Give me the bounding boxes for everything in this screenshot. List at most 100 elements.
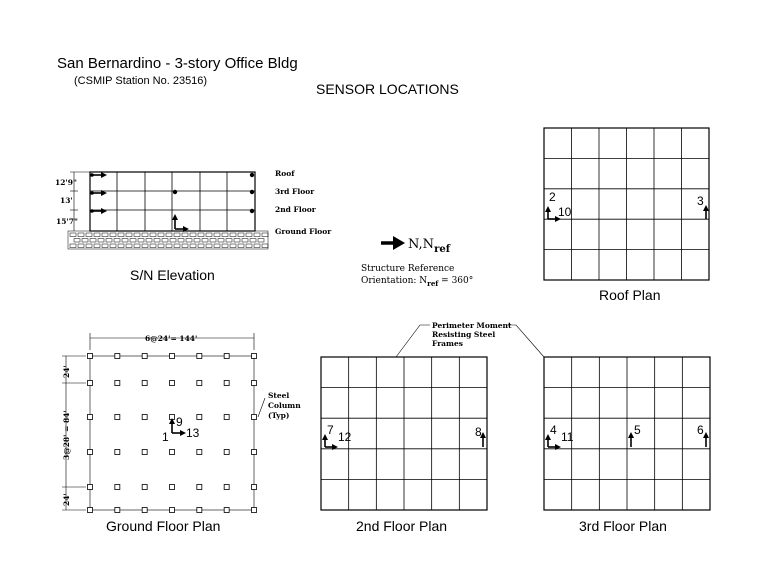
steel-column bbox=[87, 507, 93, 513]
reference-line-1: Structure Reference bbox=[361, 264, 454, 274]
steel-column bbox=[87, 353, 93, 359]
ground-dim-left-top: 24' bbox=[62, 365, 71, 378]
height-3rd: 13' bbox=[60, 196, 73, 205]
svg-text:Orientation: Nref = 360°: Orientation: Nref = 360° bbox=[361, 276, 473, 288]
roof-sensors: 2 10 3 bbox=[549, 190, 704, 219]
floor-label-roof: Roof bbox=[275, 169, 295, 178]
north-label: N,N bbox=[408, 237, 434, 252]
steel-column bbox=[141, 449, 148, 455]
ground-hatch bbox=[67, 230, 269, 250]
ground-floor-plan: 6@24'= 144' 24' 3@28' = 84' 24' Steel Co… bbox=[62, 333, 301, 513]
steel-column bbox=[87, 449, 93, 455]
reference-line-2-sub: ref bbox=[427, 279, 439, 288]
steel-column bbox=[251, 507, 257, 513]
sensor-arrow bbox=[545, 206, 561, 222]
steel-column bbox=[251, 484, 257, 490]
frames-note-1: Perimeter Moment bbox=[432, 321, 512, 330]
ground-plan-caption: Ground Floor Plan bbox=[106, 518, 220, 534]
reference-line-2: Orientation: N bbox=[361, 276, 427, 286]
sensor-label-13: 13 bbox=[186, 426, 200, 440]
steel-column bbox=[169, 507, 175, 513]
elevation-view: 12'9" 13' 15'7" Roof 3rd Floor 2nd Floor… bbox=[55, 169, 332, 250]
sensor-arrow bbox=[545, 434, 561, 450]
steel-column bbox=[196, 484, 203, 490]
third-floor-plan bbox=[543, 356, 711, 511]
steel-column bbox=[251, 449, 257, 455]
steel-column bbox=[141, 484, 148, 490]
sensor-label-3: 3 bbox=[697, 194, 704, 208]
sensor-arrow bbox=[703, 205, 709, 219]
steel-column bbox=[223, 380, 230, 386]
steel-column bbox=[196, 507, 203, 513]
steel-column bbox=[141, 353, 148, 359]
reference-line-2-suffix: = 360° bbox=[438, 276, 473, 286]
steel-column bbox=[169, 484, 175, 490]
sensor-label-4: 4 bbox=[550, 423, 557, 437]
steel-column bbox=[87, 380, 93, 386]
ground-dim-top: 6@24'= 144' bbox=[145, 334, 197, 343]
floor-label-2nd: 2nd Floor bbox=[275, 205, 317, 214]
steel-column bbox=[223, 484, 230, 490]
ground-dim-left-bot: 24' bbox=[62, 493, 71, 506]
second-floor-plan bbox=[320, 356, 488, 511]
steel-column bbox=[223, 449, 230, 455]
north-reference: N,Nref Structure Reference Orientation: … bbox=[361, 236, 473, 288]
sensor-label-10: 10 bbox=[558, 205, 572, 219]
ground-sensor-arrows bbox=[169, 418, 186, 436]
station-label: (CSMIP Station No. 23516) bbox=[74, 75, 207, 87]
ground-dim-left-mid: 3@28' = 84' bbox=[62, 410, 71, 460]
column-note-3: (Typ) bbox=[268, 411, 289, 420]
second-plan-caption: 2nd Floor Plan bbox=[356, 518, 447, 534]
steel-column bbox=[223, 414, 230, 420]
sensor-locations-heading: SENSOR LOCATIONS bbox=[316, 81, 459, 97]
steel-column bbox=[169, 380, 175, 386]
height-2nd: 15'7" bbox=[56, 217, 78, 226]
steel-column bbox=[114, 484, 121, 490]
height-roof: 12'9" bbox=[55, 178, 77, 187]
steel-column bbox=[141, 507, 148, 513]
sensor-arrow bbox=[480, 432, 486, 447]
elevation-outline bbox=[89, 171, 256, 232]
steel-column bbox=[196, 449, 203, 455]
steel-column bbox=[196, 380, 203, 386]
elevation-caption: S/N Elevation bbox=[130, 267, 215, 283]
steel-column bbox=[87, 414, 93, 420]
steel-column bbox=[114, 380, 121, 386]
sensor-label-6: 6 bbox=[697, 423, 704, 437]
frames-note-3: Frames bbox=[432, 339, 463, 348]
column-note-2: Column bbox=[268, 401, 301, 410]
sensor-arrow bbox=[322, 434, 338, 450]
steel-column bbox=[169, 449, 175, 455]
sensor-label-12: 12 bbox=[338, 430, 352, 444]
steel-column bbox=[196, 353, 203, 359]
north-arrow-icon bbox=[381, 236, 405, 250]
frames-note: Perimeter Moment Resisting Steel Frames bbox=[395, 321, 545, 358]
sensor-arrow bbox=[703, 432, 709, 447]
sensor-label-2: 2 bbox=[549, 190, 556, 204]
north-label-sub: ref bbox=[434, 244, 451, 255]
drawing-title: San Bernardino - 3-story Office Bldg bbox=[57, 55, 298, 72]
steel-column bbox=[223, 507, 230, 513]
sensor-label-7: 7 bbox=[327, 423, 334, 437]
sensor-label-9: 9 bbox=[176, 415, 183, 429]
svg-text:N,Nref: N,Nref bbox=[408, 237, 451, 255]
steel-column bbox=[114, 449, 121, 455]
third-plan-caption: 3rd Floor Plan bbox=[579, 518, 667, 534]
elevation-sensor-arrows bbox=[90, 172, 255, 232]
column-note-1: Steel bbox=[268, 391, 289, 400]
roof-plan bbox=[543, 127, 710, 281]
steel-column bbox=[251, 353, 257, 359]
steel-column bbox=[169, 353, 175, 359]
steel-column bbox=[114, 507, 121, 513]
steel-column bbox=[114, 414, 121, 420]
steel-column bbox=[251, 380, 257, 386]
steel-column bbox=[87, 484, 93, 490]
sensor-arrow bbox=[628, 432, 634, 447]
sensor-label-1: 1 bbox=[162, 430, 169, 444]
frames-note-2: Resisting Steel bbox=[432, 330, 495, 339]
steel-column bbox=[251, 414, 257, 420]
floor-label-ground: Ground Floor bbox=[275, 227, 332, 236]
steel-column bbox=[114, 353, 121, 359]
steel-column bbox=[141, 380, 148, 386]
